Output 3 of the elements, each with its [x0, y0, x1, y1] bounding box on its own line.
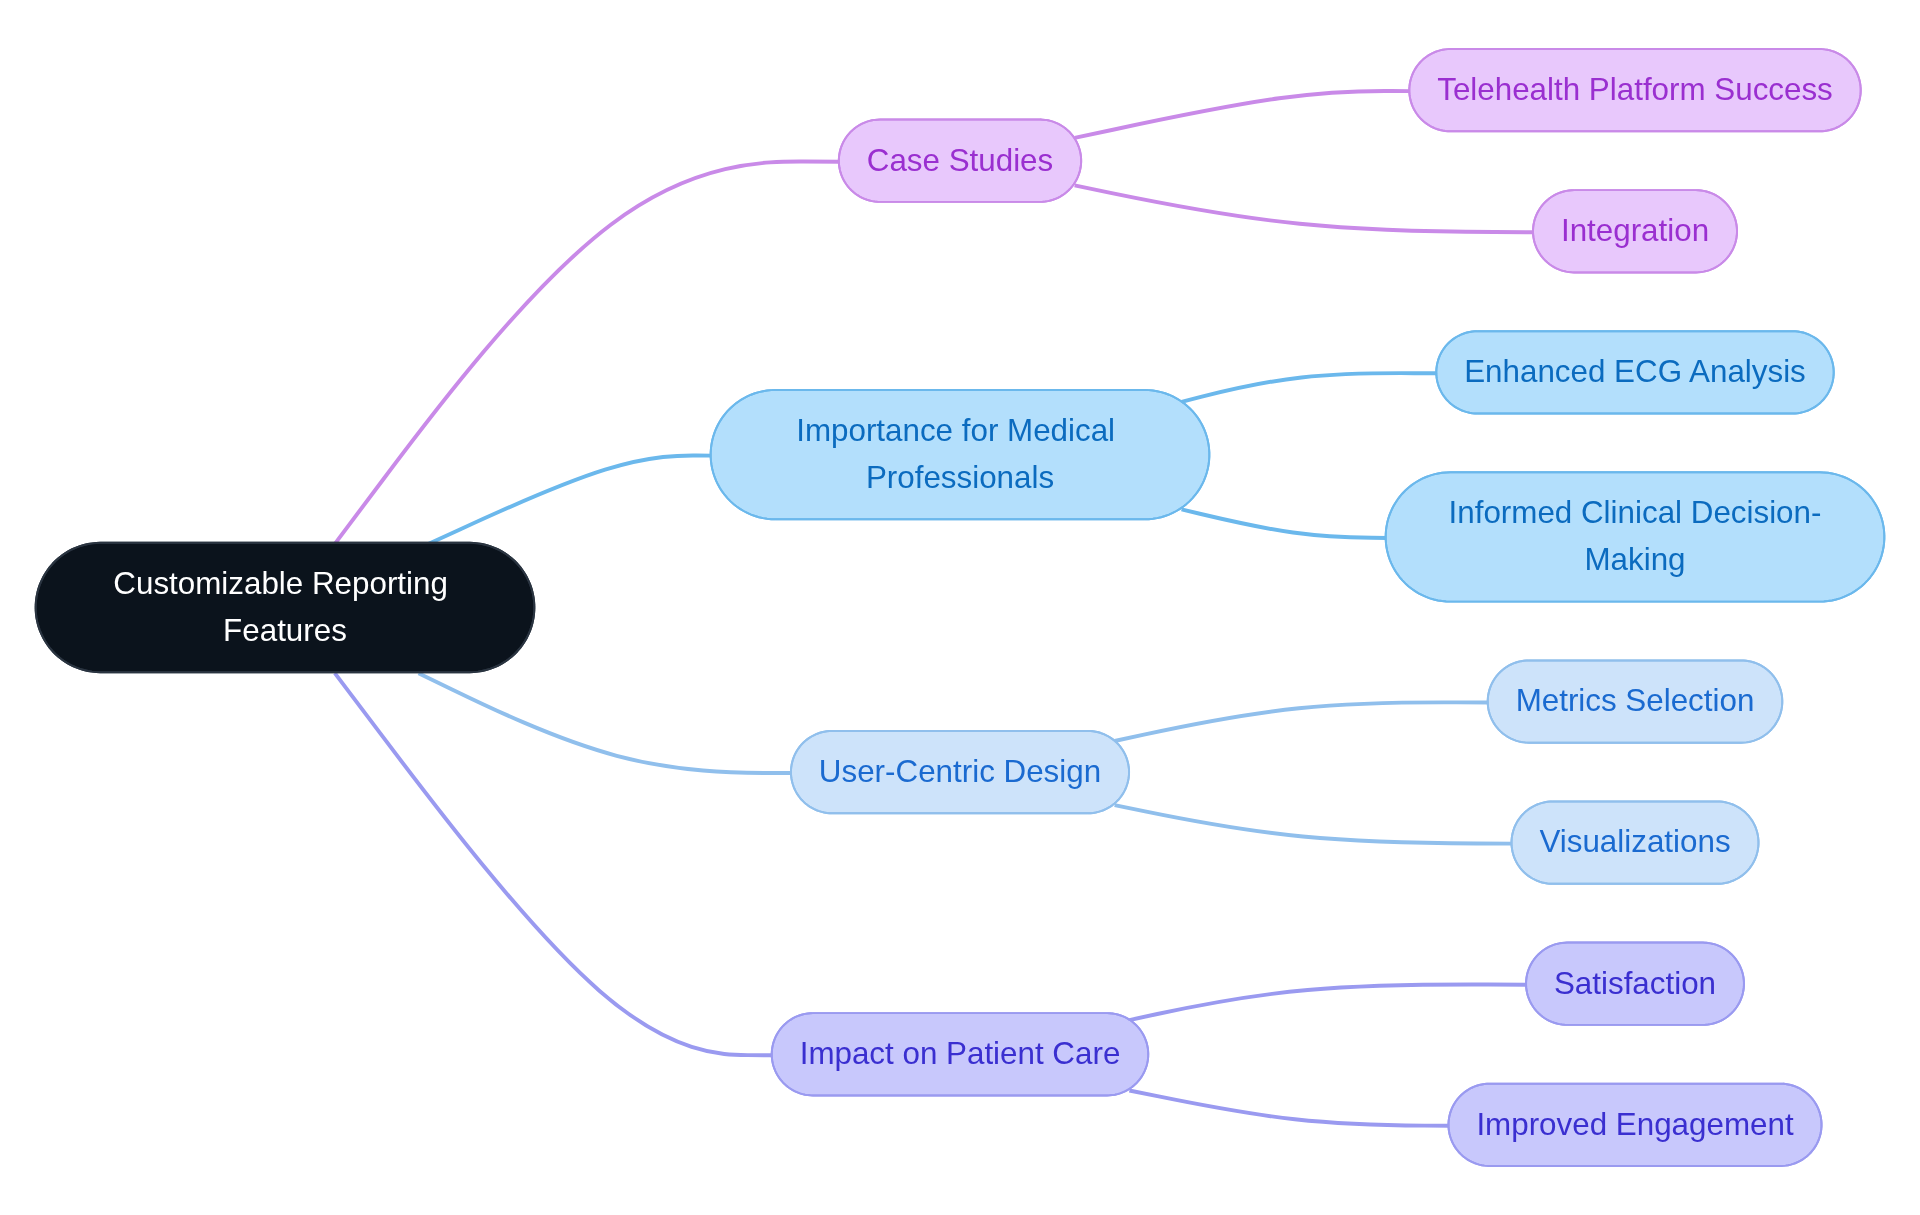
connector: [1181, 507, 1387, 540]
connector: [1074, 183, 1534, 235]
connector: [333, 671, 773, 1058]
